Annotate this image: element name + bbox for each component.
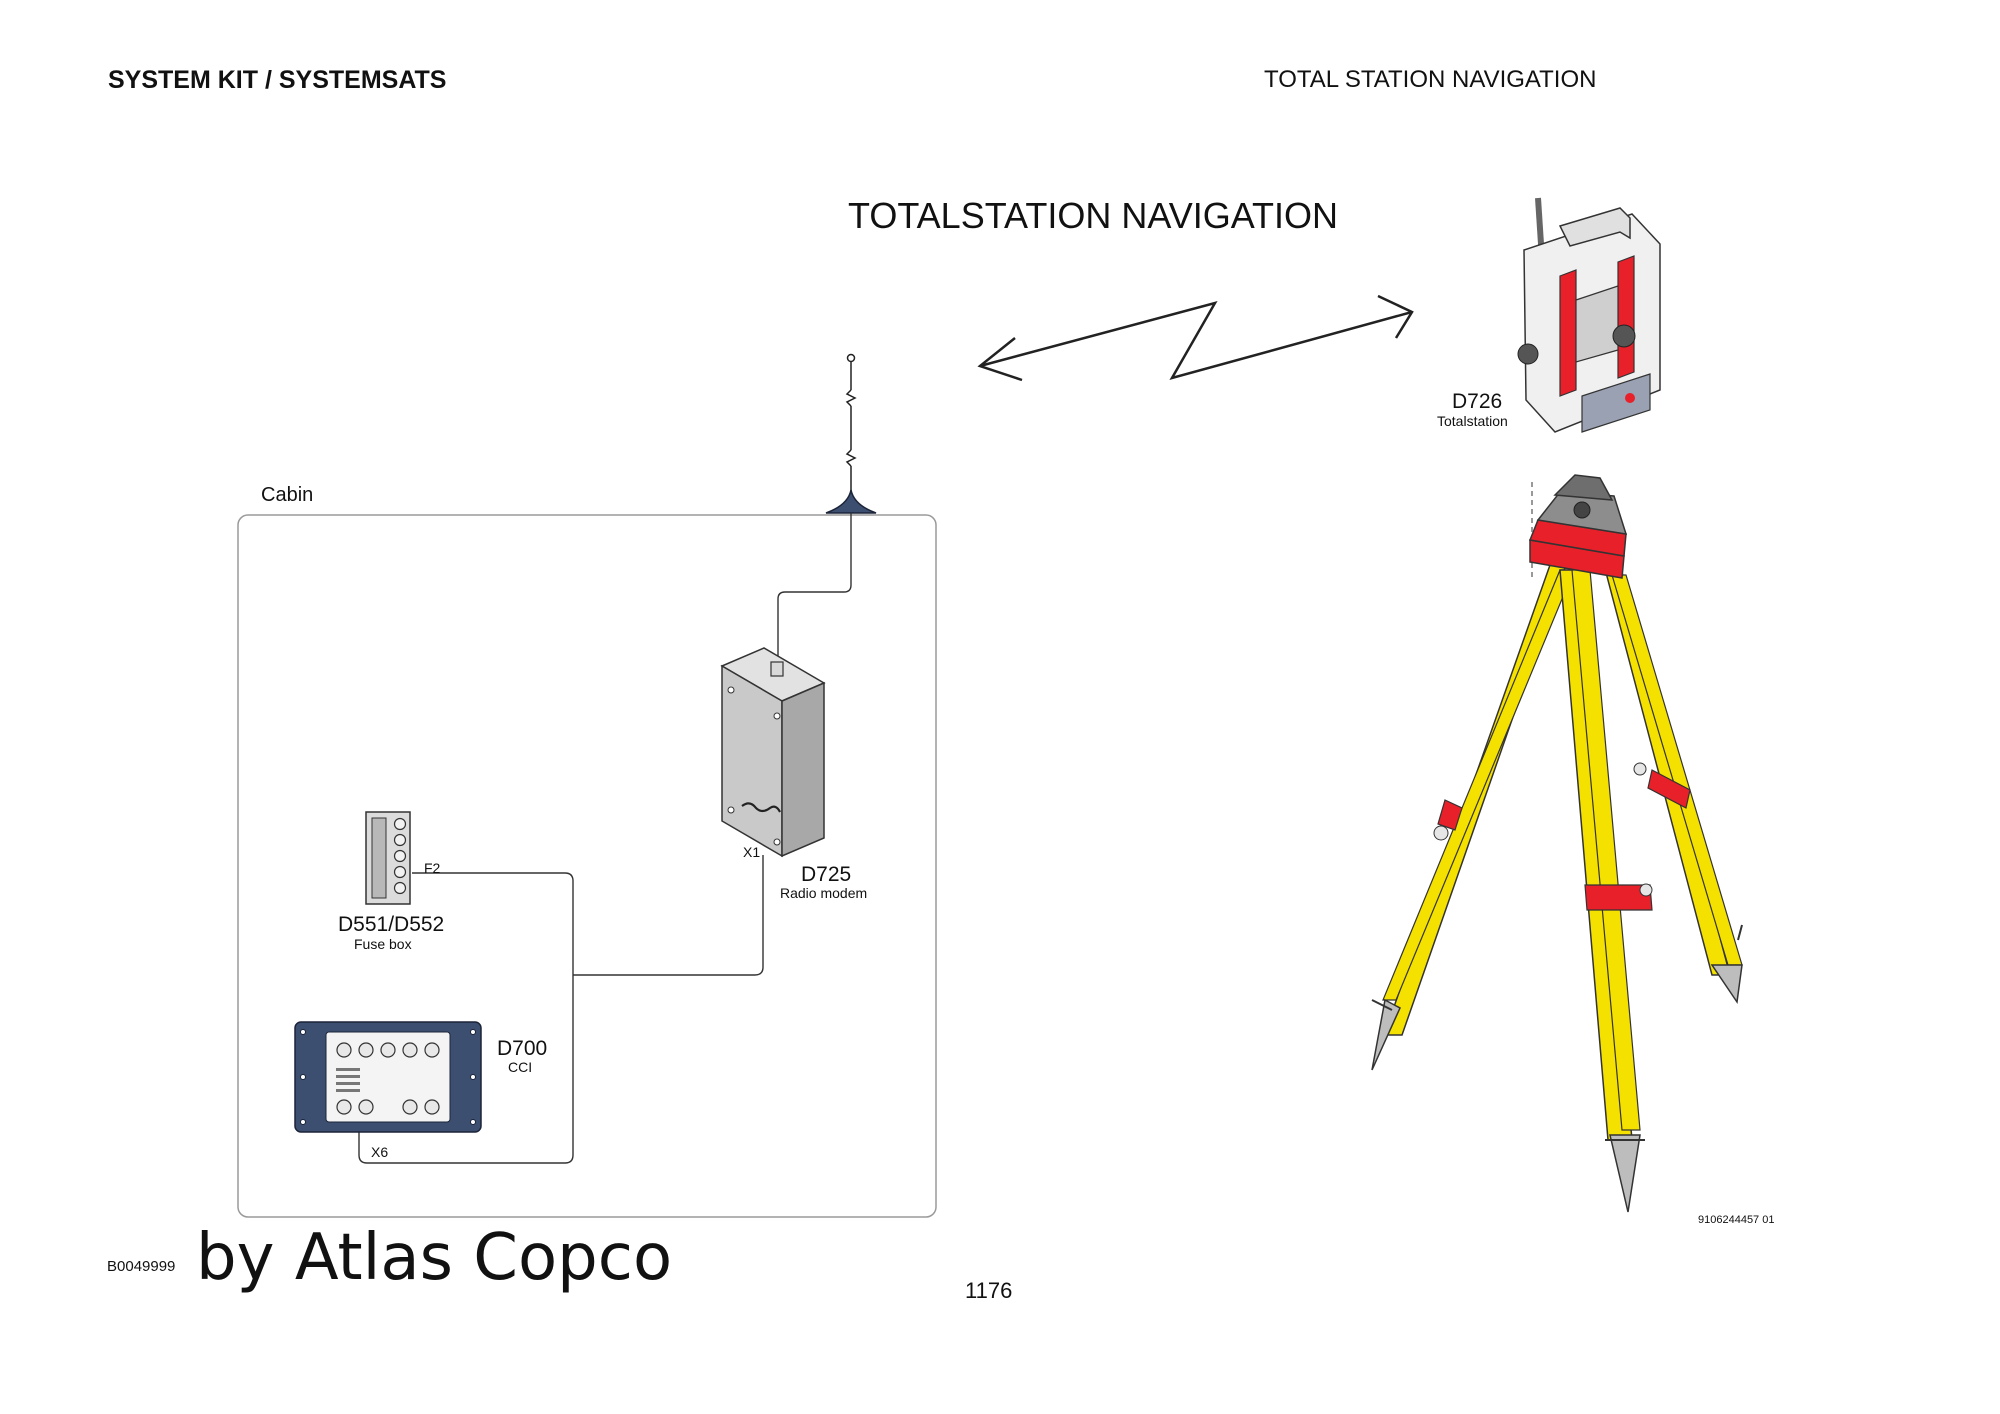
cabin-frame bbox=[237, 514, 937, 1218]
page-number: 1176 bbox=[965, 1278, 1013, 1303]
cci-connector: X6 bbox=[371, 1144, 389, 1160]
radio-modem-code: D725 bbox=[801, 863, 852, 886]
cci-code: D700 bbox=[497, 1037, 548, 1060]
wiring bbox=[358, 513, 852, 1164]
header-right: TOTAL STATION NAVIGATION bbox=[1264, 66, 1597, 93]
totalstation-code: D726 bbox=[1452, 390, 1503, 413]
drawing-number: 9106244457 01 bbox=[1698, 1214, 1775, 1226]
tripod bbox=[1371, 474, 1743, 1213]
fuse-box-name: Fuse box bbox=[354, 936, 412, 952]
fuse-box-code: D551/D552 bbox=[338, 913, 445, 936]
cci-device bbox=[294, 1021, 482, 1133]
fuse-box-device bbox=[365, 811, 411, 905]
header-left: SYSTEM KIT / SYSTEMSATS bbox=[108, 66, 447, 94]
cabin-label: Cabin bbox=[261, 484, 314, 506]
cci-name: CCI bbox=[508, 1059, 533, 1075]
totalstation-name: Totalstation bbox=[1437, 413, 1508, 429]
diagram-title: TOTALSTATION NAVIGATION bbox=[848, 195, 1339, 236]
radio-modem-connector: X1 bbox=[743, 844, 761, 860]
antenna bbox=[825, 353, 877, 514]
totalstation-device bbox=[1517, 197, 1661, 433]
footer-brand: by Atlas Copco bbox=[196, 1221, 673, 1295]
footer-code: B0049999 bbox=[107, 1258, 176, 1275]
radio-modem-name: Radio modem bbox=[780, 885, 868, 901]
radio-modem-device bbox=[720, 647, 826, 858]
radio-link-arrow bbox=[977, 294, 1414, 382]
fuse-box-connector: F2 bbox=[424, 860, 441, 876]
